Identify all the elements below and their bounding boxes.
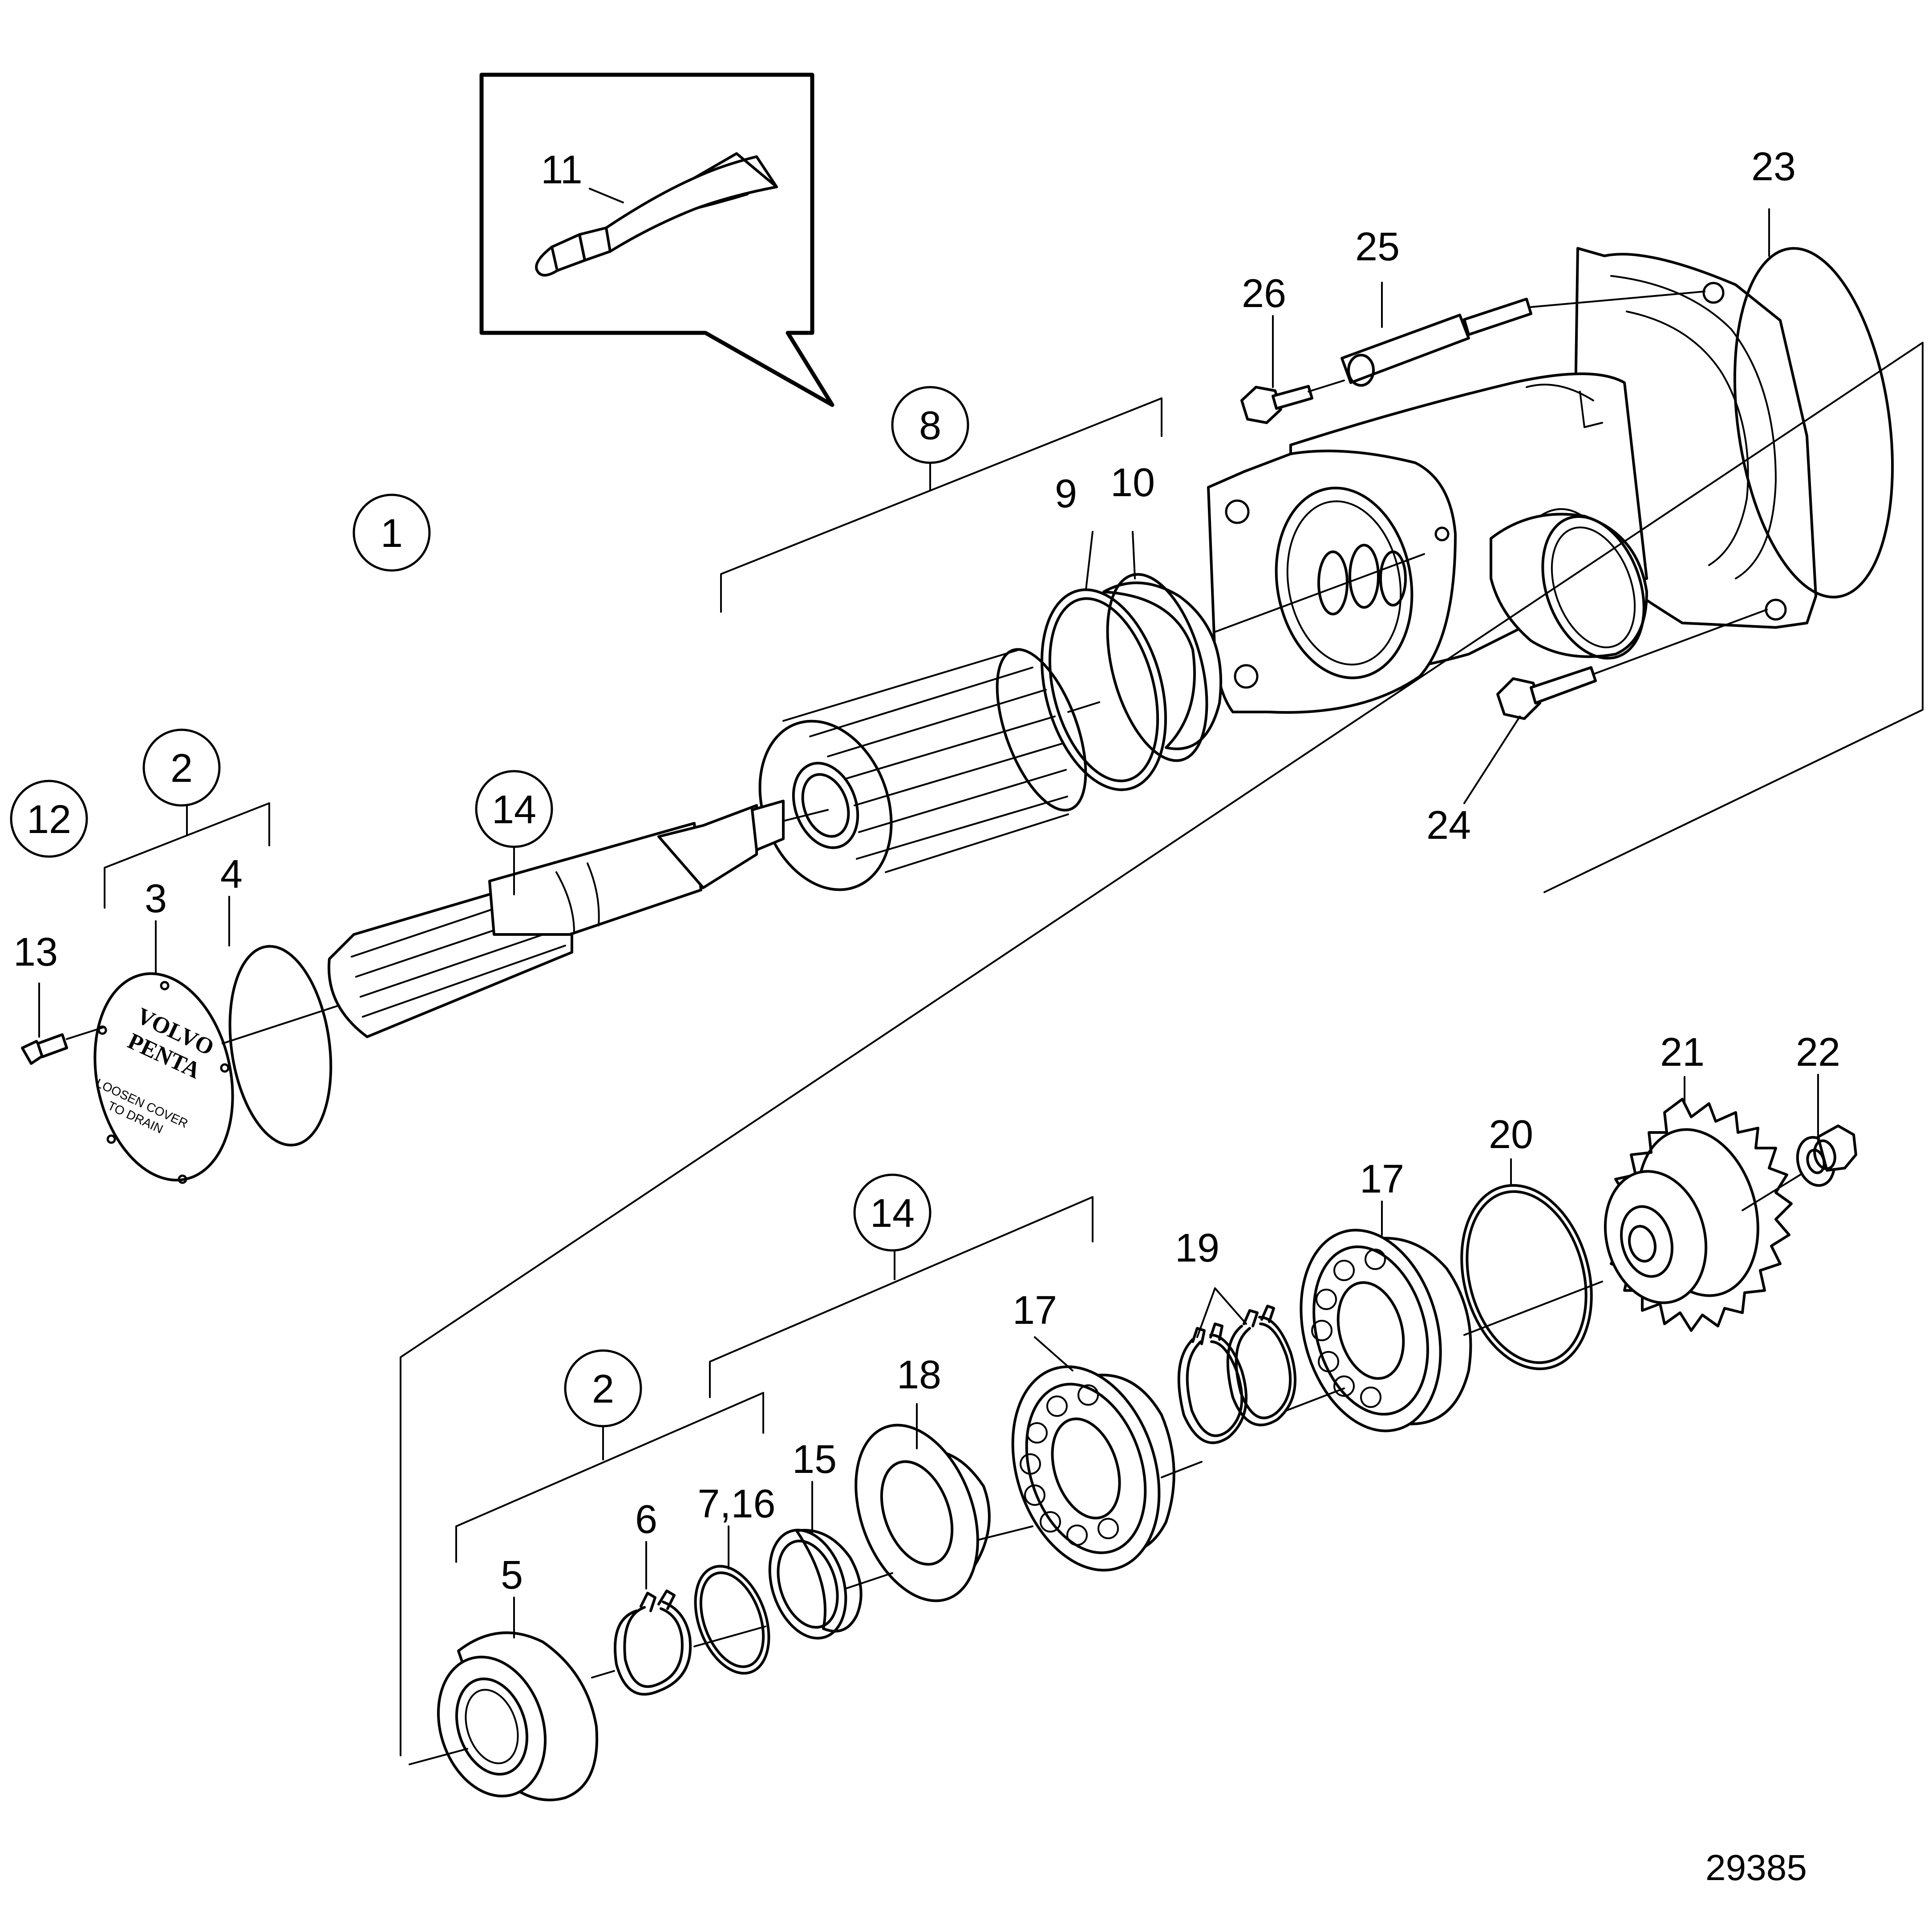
callout-13: 13 bbox=[13, 930, 58, 975]
callout-24: 24 bbox=[1426, 803, 1471, 848]
cover-plate-3-icon: VOLVO PENTA LOOSEN COVER TO DRAIN bbox=[93, 972, 234, 1184]
sealant-inset-box bbox=[479, 73, 834, 407]
lower-axis-line bbox=[409, 1174, 1801, 1765]
callout-6: 6 bbox=[635, 1497, 657, 1542]
leader-lines bbox=[38, 208, 1819, 1638]
seal-10-icon bbox=[1102, 573, 1223, 762]
callout-22: 22 bbox=[1796, 1030, 1840, 1075]
seal-housing-5-icon bbox=[437, 1631, 599, 1801]
callout-21: 21 bbox=[1660, 1030, 1705, 1075]
callout-5: 5 bbox=[501, 1553, 523, 1598]
callout-18: 18 bbox=[897, 1353, 941, 1397]
impeller-icon bbox=[758, 648, 1087, 891]
ring-7-16-icon bbox=[694, 1565, 770, 1675]
nut-22-icon bbox=[1796, 1124, 1857, 1187]
bolt-24-icon bbox=[1496, 666, 1597, 720]
callout-10: 10 bbox=[1110, 461, 1155, 505]
callout-26: 26 bbox=[1242, 271, 1286, 316]
circlip-6-icon bbox=[614, 1589, 692, 1696]
screw-13-icon bbox=[21, 1033, 68, 1065]
drawing-number: 29385 bbox=[1705, 1848, 1807, 1888]
callout-20: 20 bbox=[1489, 1112, 1533, 1157]
circlips-19-icon bbox=[1177, 1305, 1296, 1444]
callout-8: 8 bbox=[919, 404, 941, 448]
callout-25: 25 bbox=[1355, 225, 1400, 269]
callout-14-lower: 14 bbox=[870, 1191, 915, 1236]
callout-9: 9 bbox=[1055, 472, 1077, 516]
callout-7-16: 7,16 bbox=[697, 1482, 775, 1526]
bearing-17-upper-icon bbox=[1300, 1229, 1472, 1432]
callout-14-upper: 14 bbox=[492, 788, 536, 832]
gear-21-icon bbox=[1604, 1098, 1793, 1332]
callout-11: 11 bbox=[541, 148, 582, 192]
pump-housing bbox=[1207, 247, 1894, 720]
kit-2-upper-bracket bbox=[104, 798, 270, 909]
callout-17-lower: 17 bbox=[1013, 1288, 1057, 1333]
ring-20-icon bbox=[1460, 1184, 1593, 1371]
callout-17-upper: 17 bbox=[1360, 1157, 1404, 1201]
callout-1: 1 bbox=[381, 511, 403, 556]
callout-3: 3 bbox=[145, 877, 167, 921]
stud-25-icon bbox=[1341, 298, 1532, 387]
callout-12: 12 bbox=[27, 797, 71, 842]
callout-2-upper: 2 bbox=[170, 746, 193, 791]
bearing-17-lower-icon bbox=[1011, 1365, 1175, 1572]
callout-23: 23 bbox=[1751, 145, 1796, 189]
callout-19: 19 bbox=[1175, 1226, 1219, 1270]
sealant-tube-icon bbox=[535, 152, 778, 277]
kit-1-bracket bbox=[400, 342, 1924, 1756]
pump-shaft-icon bbox=[328, 800, 829, 1038]
upper-axis-line bbox=[66, 553, 1425, 1044]
callout-2-lower: 2 bbox=[592, 1367, 614, 1411]
washer-18-icon bbox=[855, 1424, 991, 1602]
bolt-26-icon bbox=[1240, 385, 1313, 424]
ring-15-icon bbox=[768, 1529, 863, 1640]
callout-labels: 1 2 2 3 4 5 6 7,16 8 9 10 11 12 13 14 14… bbox=[10, 145, 1840, 1598]
wear-ring-9-icon bbox=[1041, 588, 1167, 791]
kit-2-lower-bracket bbox=[455, 1392, 764, 1563]
callout-4: 4 bbox=[220, 852, 243, 897]
ring-4-icon bbox=[228, 945, 332, 1147]
callout-15: 15 bbox=[792, 1437, 837, 1482]
